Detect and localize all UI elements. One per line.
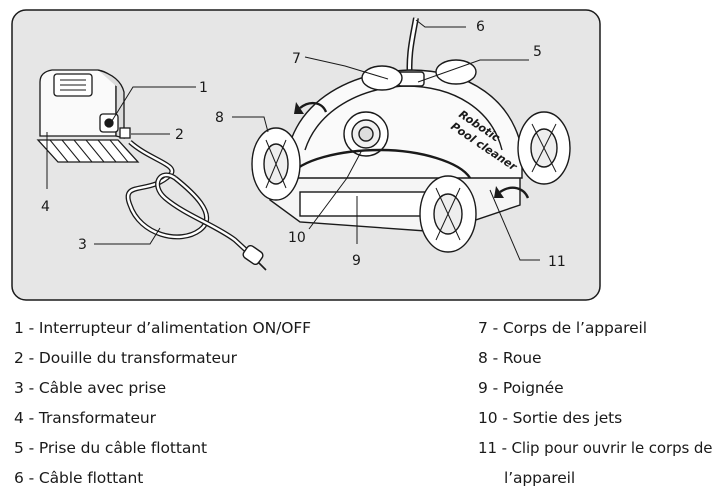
legend-item-6: 6 - Câble flottant [14, 469, 144, 487]
callout-4: 4 [41, 199, 50, 215]
product-diagram: Robotic Pool cleaner 1 2 3 4 5 6 7 8 9 1… [11, 9, 601, 301]
callout-7: 7 [292, 51, 301, 67]
callout-1: 1 [199, 80, 208, 96]
legend-item-4: 4 - Transformateur [14, 409, 156, 427]
legend-item-8: 8 - Roue [478, 349, 542, 367]
leader-lines [46, 19, 540, 261]
callout-3: 3 [78, 237, 87, 253]
callout-8: 8 [215, 110, 224, 126]
legend-item-11: 11 - Clip pour ouvrir le corps de [478, 439, 713, 457]
legend-item-9: 9 - Poignée [478, 379, 564, 397]
legend-item-11-continued: l’appareil [504, 469, 576, 487]
callout-2: 2 [175, 127, 184, 143]
legend-item-5: 5 - Prise du câble flottant [14, 439, 207, 457]
legend-item-2: 2 - Douille du transformateur [14, 349, 237, 367]
legend-item-10: 10 - Sortie des jets [478, 409, 623, 427]
callout-11: 11 [548, 254, 566, 270]
legend-item-7: 7 - Corps de l’appareil [478, 319, 647, 337]
cable-with-plug-illustration [125, 140, 267, 271]
callout-6: 6 [476, 19, 485, 35]
callout-5: 5 [533, 44, 542, 60]
legend-item-3: 3 - Câble avec prise [14, 379, 167, 397]
callout-10: 10 [288, 230, 306, 246]
callout-9: 9 [352, 253, 361, 269]
pool-robot-illustration [251, 17, 571, 253]
legend-item-1: 1 - Interrupteur d’alimentation ON/OFF [14, 319, 311, 337]
